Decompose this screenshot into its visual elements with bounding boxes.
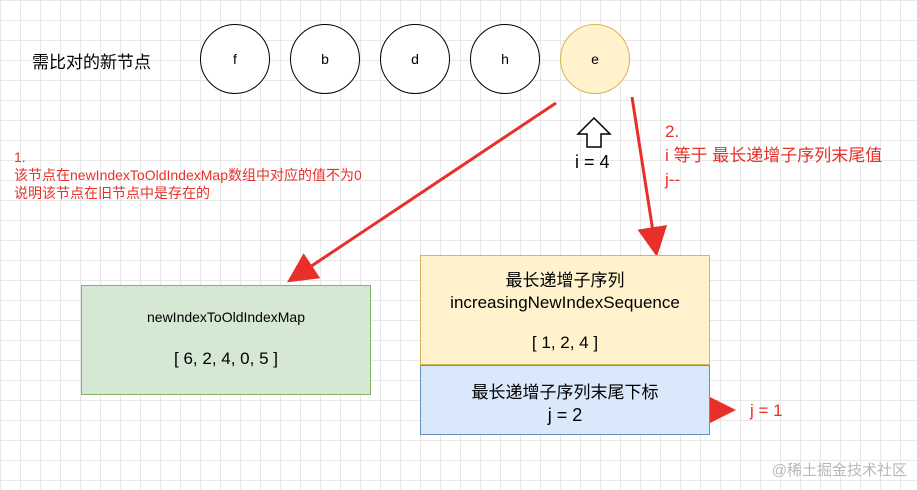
sequence-box: 最长递增子序列 increasingNewIndexSequence [ 1, …: [420, 255, 710, 365]
note-2-line-2: j--: [665, 170, 681, 189]
sequence-box-title: 最长递增子序列: [505, 271, 625, 290]
up-arrow-icon: [576, 116, 612, 148]
note-2-number: 2.: [665, 122, 680, 141]
sequence-box-value: [ 1, 2, 4 ]: [531, 333, 599, 352]
node-h: h: [470, 24, 540, 94]
node-d: d: [380, 24, 450, 94]
arrow-to-map: [287, 101, 557, 283]
tail-index-title: 最长递增子序列末尾下标: [471, 383, 659, 402]
note-1-line-2: 说明该节点在旧节点中是存在的: [14, 185, 210, 201]
note-1-line-1: 该节点在newIndexToOldIndexMap数组中对应的值不为0: [14, 167, 362, 183]
node-e-highlighted: e: [560, 24, 630, 94]
watermark: @稀土掘金技术社区: [771, 462, 907, 479]
pointer-index-text: i = 4: [575, 152, 610, 172]
sequence-box-name: increasingNewIndexSequence: [450, 293, 680, 312]
map-box-value: [ 6, 2, 4, 0, 5 ]: [174, 349, 278, 368]
map-box-name: newIndexToOldIndexMap: [147, 309, 305, 325]
node-b: b: [290, 24, 360, 94]
note-1-number: 1.: [14, 149, 26, 165]
arrow-to-sequence: [630, 96, 668, 257]
tail-index-box: 最长递增子序列末尾下标 j = 2: [420, 365, 710, 435]
map-box: newIndexToOldIndexMap [ 6, 2, 4, 0, 5 ]: [81, 285, 371, 395]
note-2: 2. i 等于 最长递增子序列末尾值 j--: [665, 120, 882, 192]
note-2-line-1: i 等于 最长递增子序列末尾值: [665, 146, 883, 165]
diagram-title: 需比对的新节点: [32, 53, 151, 72]
node-f: f: [200, 24, 270, 94]
j-result-text: j = 1: [750, 401, 783, 420]
note-1: 1. 该节点在newIndexToOldIndexMap数组中对应的值不为0 说…: [14, 148, 362, 202]
tail-index-value: j = 2: [547, 405, 583, 425]
